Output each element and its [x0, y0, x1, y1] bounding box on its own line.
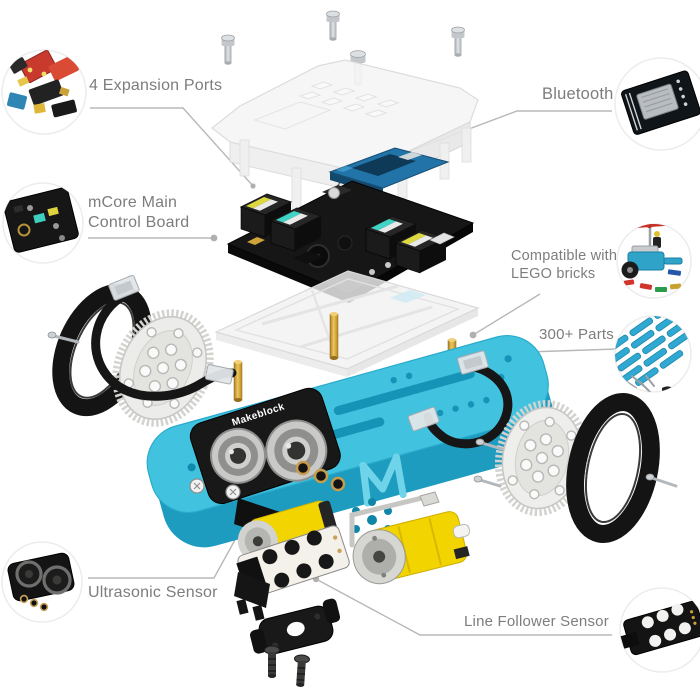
- thumbnail-mcore-board: [2, 182, 84, 264]
- parts-label: 300+ Parts: [539, 326, 614, 343]
- thumbnail-line-follower: [619, 587, 700, 673]
- thumbnail-300-parts: [614, 315, 692, 393]
- ultrasonic-leds: [295, 460, 346, 492]
- right-motor: [352, 511, 471, 585]
- thumbnail-expansion-modules: [1, 49, 87, 135]
- parts-callout-line: [526, 348, 618, 353]
- middle-plate: [214, 270, 480, 377]
- line-follower-label: Line Follower Sensor: [464, 613, 609, 630]
- loose-screw-heads: [47, 331, 655, 483]
- line-follower-callout-line: [315, 578, 612, 636]
- ultrasonic-eye: [265, 419, 328, 482]
- line-follower-sensor: [234, 525, 350, 621]
- right-wheel-tire: [566, 393, 660, 543]
- ultrasonic-eye: [210, 427, 267, 484]
- right-wheel-hub: [494, 399, 590, 517]
- left-rj25-cable: [91, 274, 237, 401]
- m-logo: [359, 453, 407, 507]
- mcore-board: [226, 180, 475, 303]
- thumbnail-ultrasonic-sensor: [1, 541, 83, 623]
- expansion-port: [394, 229, 448, 274]
- loose-screws: [52, 334, 678, 488]
- lego-callout-line: [472, 293, 541, 336]
- thumbnail-mbot-lego: [616, 223, 692, 299]
- thumbnail-bluetooth-module: [614, 57, 700, 151]
- expansion-port: [269, 207, 323, 252]
- bluetooth-label: Bluetooth: [542, 85, 614, 103]
- bottom-screws: [264, 645, 310, 687]
- motor-axle-bracket: [349, 491, 440, 548]
- expansion-ports-label: 4 Expansion Ports: [89, 77, 223, 94]
- ultrasonic-label: Ultrasonic Sensor: [88, 584, 218, 601]
- caster-bracket: [250, 598, 341, 655]
